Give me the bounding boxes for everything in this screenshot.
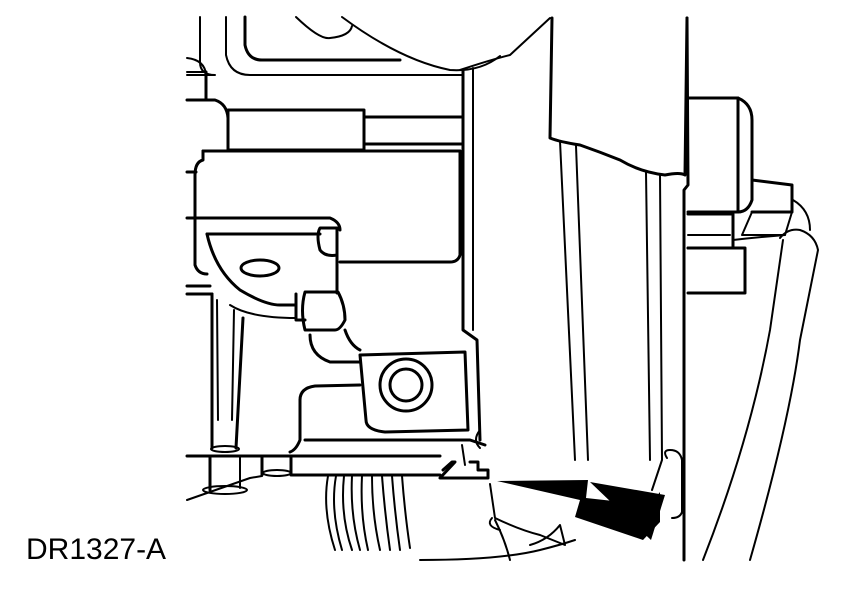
rod-assembly [226, 108, 465, 152]
right-tube [702, 228, 819, 561]
arrow-left-icon [497, 480, 660, 540]
lower-left-posts [185, 284, 245, 453]
lower-curves [419, 483, 576, 561]
figure-caption: DR1327-A [26, 533, 167, 566]
center-panel [459, 17, 551, 442]
connector-tab [438, 460, 490, 480]
callout-arrows [497, 480, 665, 540]
base-plate [185, 454, 442, 501]
right-block [686, 96, 811, 295]
upper-housing [185, 15, 501, 120]
lower-housing [288, 328, 487, 466]
arrow-right-icon [590, 482, 665, 540]
cover-piece [548, 16, 690, 562]
main-bracket [185, 149, 462, 307]
fitting [229, 290, 347, 332]
wire-harness [325, 475, 411, 551]
